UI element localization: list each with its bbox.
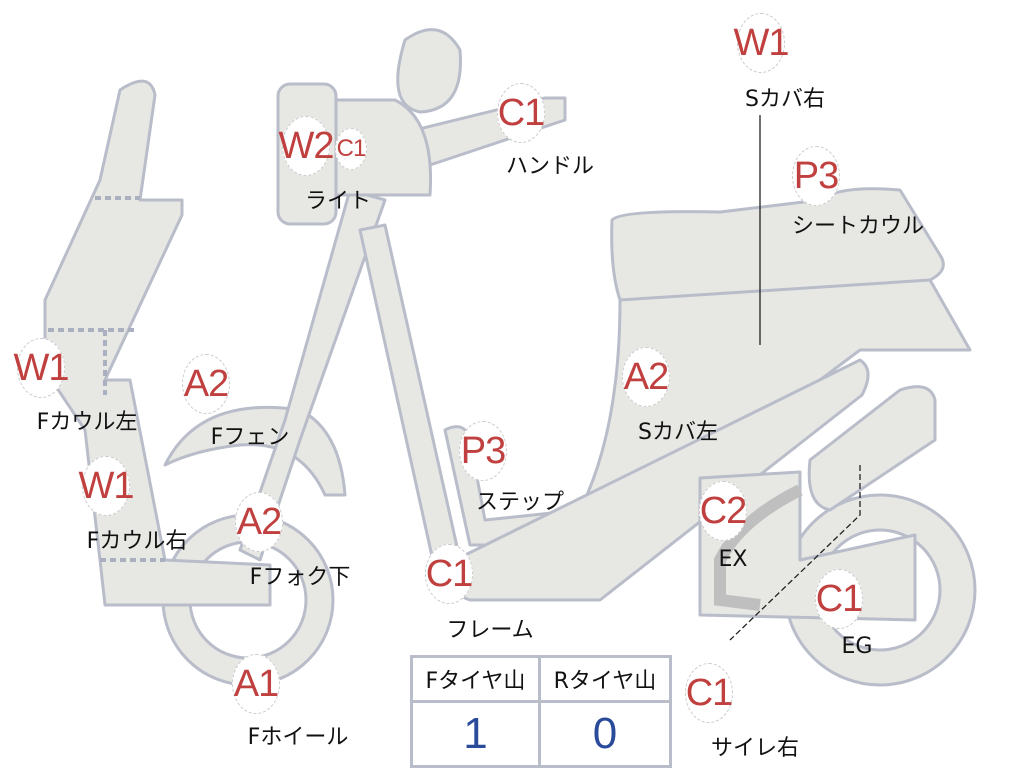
part-label: Fホイール	[247, 725, 349, 750]
part-label: ハンドル	[505, 154, 595, 179]
part-label: フレーム	[446, 618, 534, 643]
damage-code-badge: P3	[792, 146, 840, 206]
part-label: EX	[718, 547, 748, 572]
part-label: Fカウル右	[86, 529, 188, 554]
part-label: Sカバ右	[745, 87, 825, 112]
part-label: Fフェン	[210, 425, 290, 450]
damage-code-badge: W1	[734, 13, 790, 73]
front-tire-header: Fタイヤ山	[410, 655, 541, 703]
damage-code-badge: P3	[459, 421, 507, 481]
part-label: Fカウル左	[36, 410, 138, 435]
damage-code-badge: C1	[425, 544, 473, 604]
mirror	[396, 28, 462, 114]
damage-code-badge: W1	[79, 456, 135, 516]
muffler	[807, 385, 937, 512]
damage-code-badge: A2	[182, 354, 230, 414]
part-label: Sカバ左	[638, 420, 718, 445]
damage-code-badge: A2	[235, 492, 283, 552]
damage-code-badge: C1	[497, 83, 545, 143]
part-label: ステップ	[475, 490, 565, 515]
side-cover	[443, 278, 972, 547]
part-label: ライト	[304, 189, 372, 214]
part-label: Fフォク下	[249, 565, 351, 590]
damage-code-badge: C1	[815, 569, 863, 629]
part-label: シートカウル	[791, 214, 925, 239]
damage-code-badge: W2	[279, 116, 335, 176]
seat	[610, 187, 945, 302]
damage-code-badge: C2	[699, 481, 747, 541]
damage-code-badge: W1	[14, 338, 70, 398]
rear-tire-value: 0	[537, 700, 673, 768]
damage-code-badge: C1	[685, 663, 733, 723]
part-label: EG	[841, 634, 873, 659]
damage-code-badge: A2	[622, 347, 670, 407]
damage-code-badge: C1	[335, 128, 367, 170]
part-label: サイレ右	[710, 736, 800, 761]
front-fork	[238, 188, 387, 562]
damage-code-badge: A1	[232, 654, 280, 714]
frame-tube	[358, 223, 462, 572]
tire-table: Fタイヤ山 Rタイヤ山 1 0	[410, 655, 673, 768]
front-tire-value: 1	[410, 700, 541, 768]
rear-tire-header: Rタイヤ山	[537, 655, 673, 703]
